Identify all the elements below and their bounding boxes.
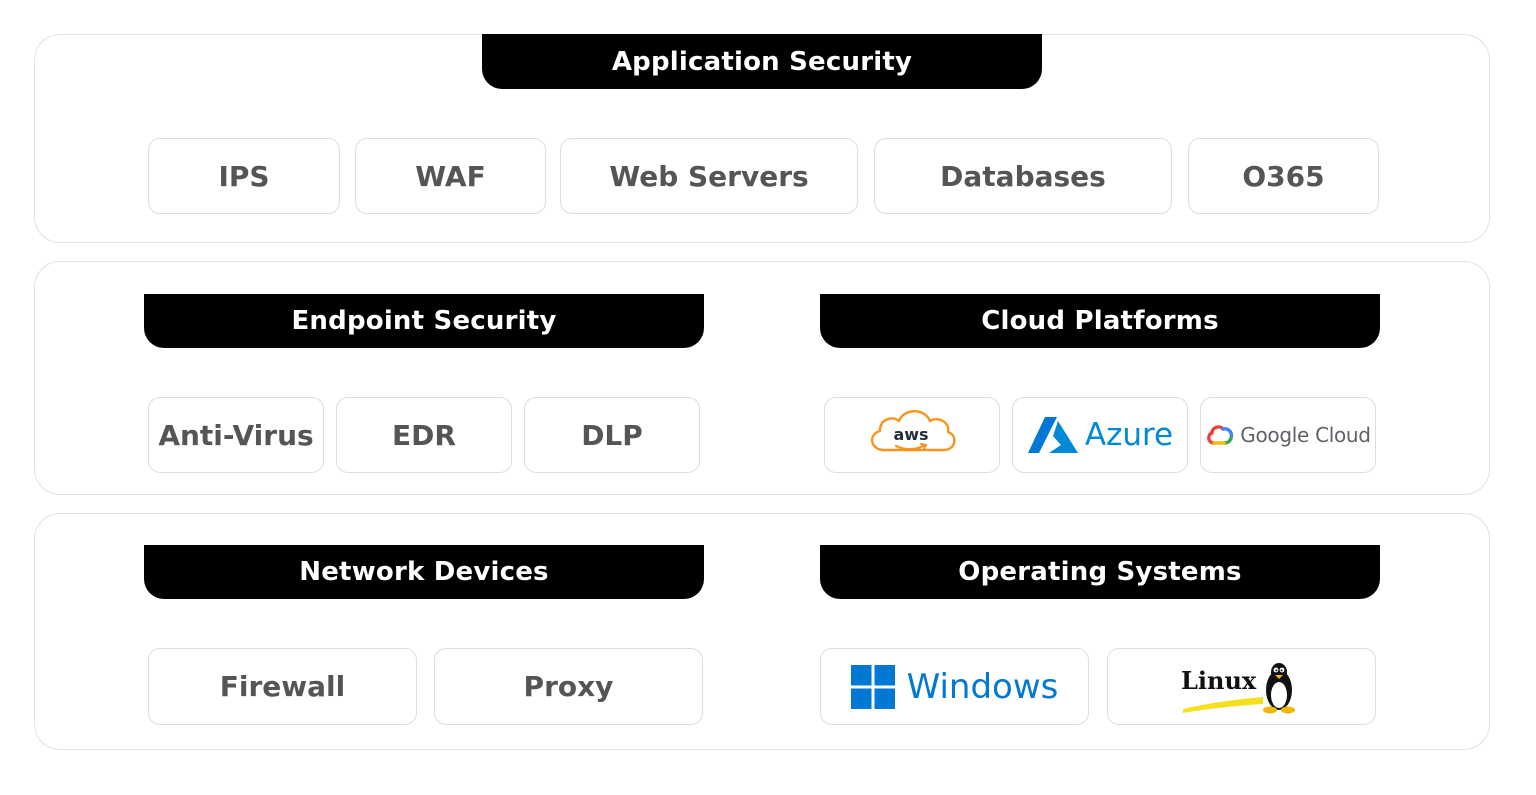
chip-dlp: DLP (524, 397, 700, 473)
azure-logo-label: Azure (1084, 417, 1174, 453)
application-security-header: Application Security (482, 34, 1042, 89)
operating-systems-header: Operating Systems (820, 545, 1380, 599)
linux-logo: Linux (1181, 662, 1295, 713)
google-cloud-logo-icon (1207, 425, 1234, 445)
aws-logo-label: aws (893, 425, 928, 444)
chip-linux: Linux (1107, 648, 1376, 725)
chip-aws: aws (824, 397, 1000, 473)
windows-logo-icon (850, 664, 895, 709)
chip-proxy: Proxy (434, 648, 703, 725)
azure-logo-icon (1027, 417, 1078, 453)
chip-ips: IPS (148, 138, 340, 214)
endpoint-security-header: Endpoint Security (144, 294, 704, 348)
network-devices-header: Network Devices (144, 545, 704, 599)
chip-firewall: Firewall (148, 648, 417, 725)
windows-logo-label: Windows (906, 666, 1059, 707)
tux-penguin-icon (1262, 662, 1295, 713)
chip-databases: Databases (874, 138, 1172, 214)
chip-o365: O365 (1188, 138, 1379, 214)
linux-logo-label: Linux (1181, 666, 1257, 695)
chip-windows: Windows (820, 648, 1089, 725)
chip-azure: Azure (1012, 397, 1188, 473)
aws-logo: aws (871, 410, 956, 452)
google-cloud-logo-label: Google Cloud (1240, 423, 1371, 447)
chip-waf: WAF (355, 138, 546, 214)
chip-google-cloud: Google Cloud (1200, 397, 1376, 473)
chip-web-servers: Web Servers (560, 138, 858, 214)
chip-anti-virus: Anti-Virus (148, 397, 324, 473)
cloud-platforms-header: Cloud Platforms (820, 294, 1380, 348)
chip-edr: EDR (336, 397, 512, 473)
